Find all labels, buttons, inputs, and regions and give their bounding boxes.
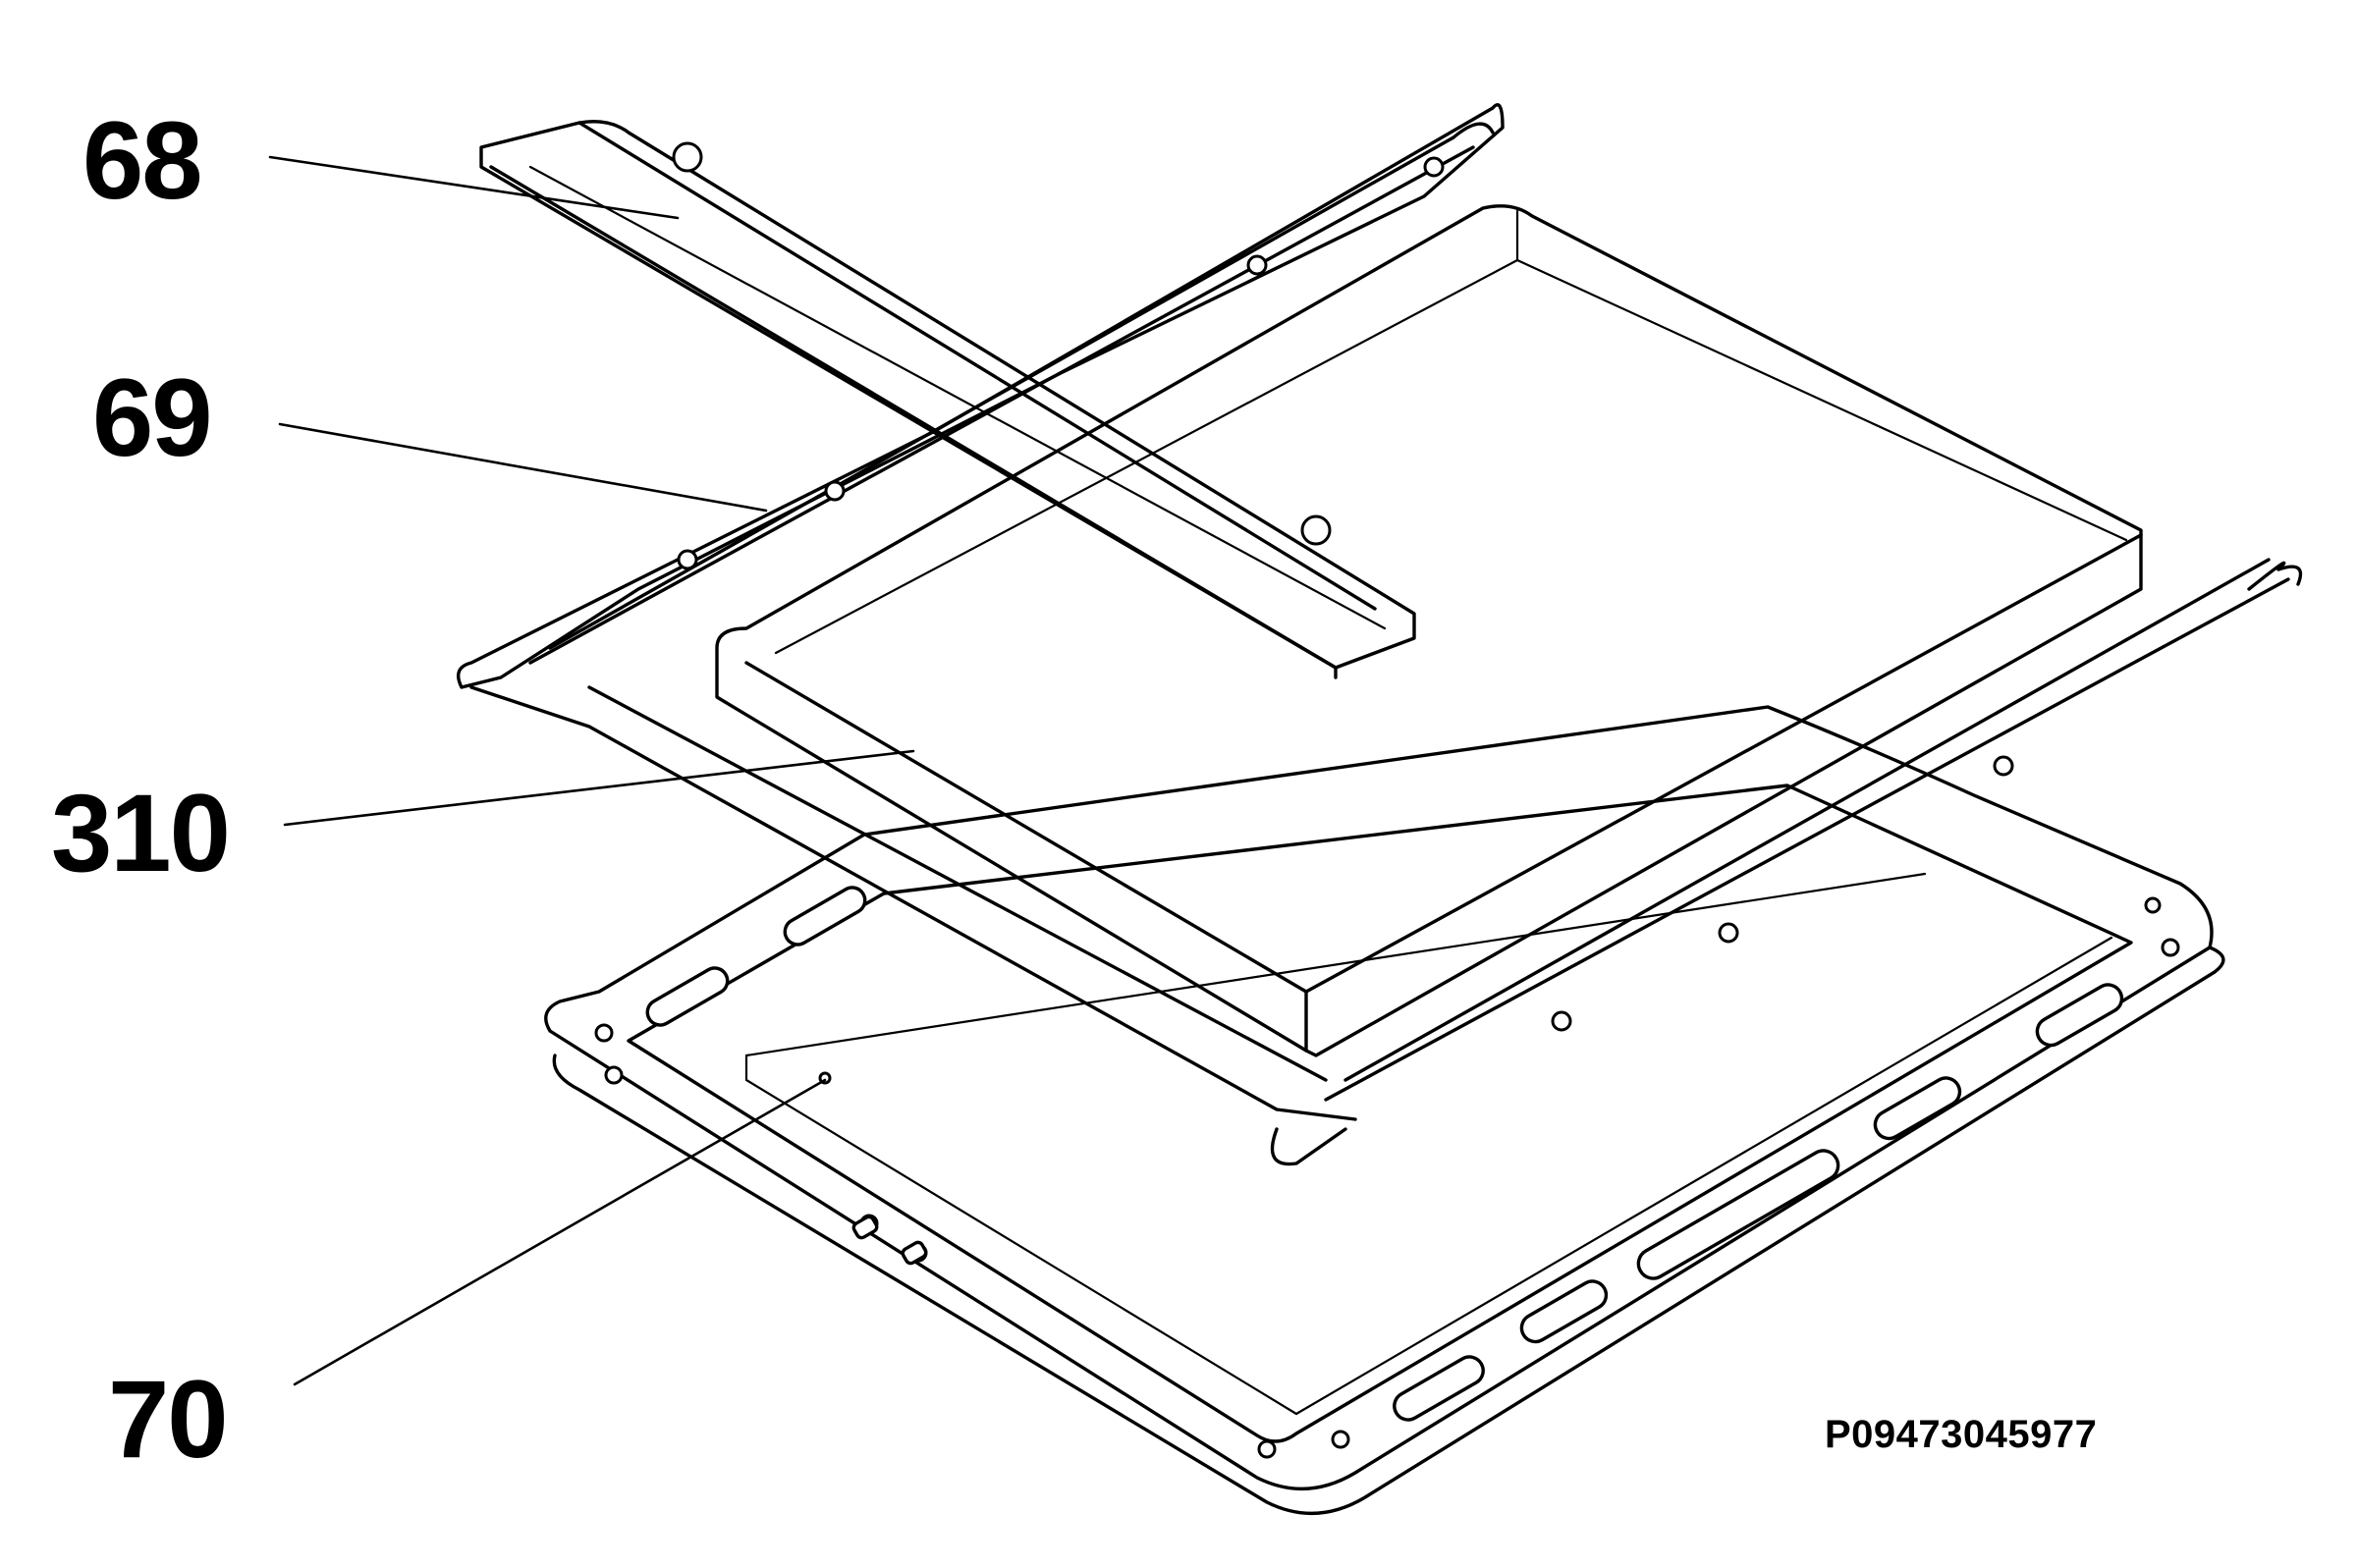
frame-slot (783, 886, 867, 946)
frame-slot (1393, 1355, 1485, 1422)
frame-slot (1519, 1279, 1609, 1344)
part-70-frame (544, 705, 2225, 1516)
rail-pin (1246, 254, 1268, 276)
rail-pin (1551, 1010, 1572, 1032)
frame-hole (2144, 896, 2162, 914)
frame-slot (2035, 983, 2124, 1048)
frame-slot (645, 966, 730, 1027)
frame-slot (901, 1240, 928, 1266)
callout-label-68: 68 (82, 99, 203, 222)
leader-line-310 (283, 749, 915, 827)
frame-slot (1636, 1149, 1840, 1280)
part-69-rails (457, 103, 2303, 1166)
part-310-tray (715, 204, 2143, 1057)
frame-hole (594, 1023, 614, 1043)
leader-line-69 (278, 422, 768, 513)
callout-label-310: 310 (51, 772, 231, 894)
leader-line-68 (268, 155, 680, 220)
frame-hole (604, 1065, 624, 1085)
rail-pin (824, 480, 846, 502)
rail-pin (1423, 156, 1445, 178)
frame-slot (851, 1215, 879, 1240)
document-code: P09473045977 (1825, 1413, 2098, 1456)
callout-label-70: 70 (108, 1358, 229, 1481)
callout-label-69: 69 (92, 356, 213, 479)
frame-hole (2161, 938, 2180, 957)
handle-bolt (672, 141, 703, 173)
handle-bolt (1300, 514, 1332, 546)
rail-pin (1993, 755, 2014, 777)
rail-pin (1718, 922, 1739, 944)
frame-hole (1331, 1430, 1350, 1449)
frame-hole (1257, 1439, 1277, 1459)
rail-pin (677, 549, 698, 570)
frame-slot (1873, 1076, 1962, 1141)
leader-line-70 (293, 1078, 827, 1386)
part-68-handle-bar (479, 120, 1416, 679)
